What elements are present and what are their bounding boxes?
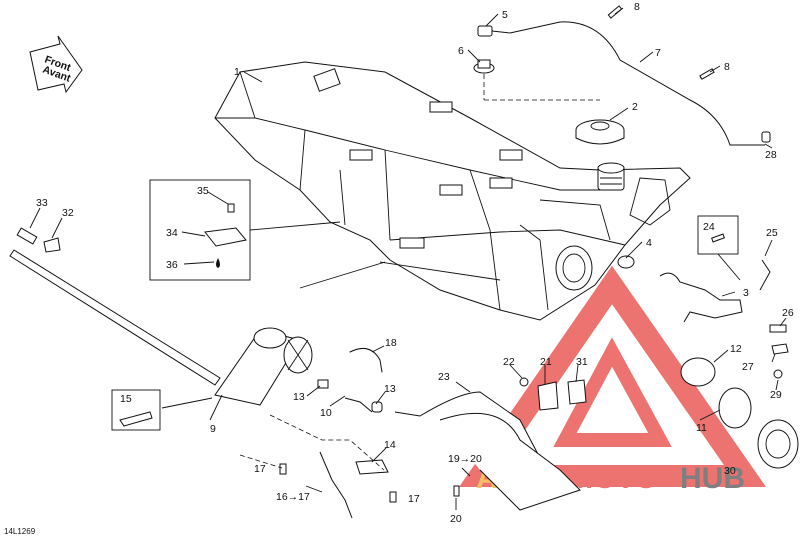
clamp-20 bbox=[453, 485, 460, 497]
clip-26 bbox=[769, 324, 787, 333]
label-21: 21 bbox=[540, 356, 552, 368]
label-13b: 13 bbox=[384, 383, 396, 395]
label-11: 11 bbox=[696, 422, 707, 434]
label-17a: 17 bbox=[254, 463, 266, 475]
watermark-moto: MOTO bbox=[568, 462, 657, 495]
label-8b: 8 bbox=[724, 61, 730, 73]
label-19-20: 19→20 bbox=[448, 453, 482, 465]
hose-lines-return bbox=[439, 412, 581, 511]
label-18: 18 bbox=[385, 337, 397, 349]
label-10: 10 bbox=[320, 407, 332, 419]
label-15: 15 bbox=[120, 393, 132, 405]
screw-22 bbox=[519, 377, 529, 387]
cap-28 bbox=[761, 131, 771, 143]
label-33: 33 bbox=[36, 197, 48, 209]
label-35: 35 bbox=[197, 185, 209, 197]
part-labels: 1 2 3 4 5 6 7 8 8 9 10 11 12 13 13 14 15… bbox=[4, 1, 794, 536]
label-31: 31 bbox=[576, 356, 588, 368]
label-6: 6 bbox=[458, 45, 464, 57]
lock-ring-11 bbox=[718, 387, 752, 429]
label-14: 14 bbox=[384, 439, 396, 451]
fuel-pump bbox=[214, 327, 329, 406]
clamp-17b bbox=[389, 491, 397, 503]
nut-27 bbox=[771, 343, 789, 355]
label-22: 22 bbox=[503, 356, 515, 368]
label-32: 32 bbox=[62, 207, 74, 219]
label-36: 36 bbox=[166, 259, 178, 271]
leader-lines bbox=[29, 7, 787, 510]
fuel-sensor-3 bbox=[659, 272, 743, 323]
vent-valve bbox=[473, 25, 600, 101]
label-20: 20 bbox=[450, 513, 462, 525]
clip-13 bbox=[371, 401, 383, 413]
label-29: 29 bbox=[770, 389, 782, 401]
label-5: 5 bbox=[502, 9, 508, 21]
front-arrow-icon: Front Avant bbox=[29, 35, 83, 94]
cover-30 bbox=[757, 419, 799, 469]
label-27: 27 bbox=[742, 361, 754, 373]
inset-box-bracket bbox=[149, 179, 341, 281]
screw-29 bbox=[773, 369, 783, 379]
label-23: 23 bbox=[438, 371, 450, 383]
label-24: 24 bbox=[703, 221, 715, 233]
label-9: 9 bbox=[210, 423, 216, 435]
hose-10 bbox=[344, 397, 373, 413]
label-17b: 17 bbox=[408, 493, 420, 505]
fuel-level-rod bbox=[9, 227, 221, 386]
bracket-31 bbox=[567, 379, 587, 405]
inset-box-clip bbox=[111, 389, 213, 431]
label-16-17: 16→17 bbox=[276, 491, 310, 503]
drawing-code: 14L1269 bbox=[4, 527, 36, 536]
fuel-cap bbox=[575, 119, 625, 145]
grommet-4 bbox=[617, 255, 635, 269]
clamp-8a bbox=[607, 5, 623, 19]
hose-25 bbox=[759, 259, 771, 291]
label-2: 2 bbox=[632, 101, 638, 113]
hose-18 bbox=[349, 347, 383, 373]
label-34: 34 bbox=[166, 227, 178, 239]
hose-16 bbox=[319, 451, 353, 519]
label-26: 26 bbox=[782, 307, 794, 319]
label-3: 3 bbox=[743, 287, 749, 299]
label-8a: 8 bbox=[634, 1, 640, 13]
label-7: 7 bbox=[655, 47, 661, 59]
fuel-tank bbox=[214, 61, 691, 321]
label-30: 30 bbox=[724, 465, 736, 477]
label-28: 28 bbox=[765, 149, 777, 161]
label-4: 4 bbox=[646, 237, 652, 249]
label-12: 12 bbox=[730, 343, 742, 355]
label-25: 25 bbox=[766, 227, 778, 239]
vent-hose bbox=[509, 21, 765, 146]
bracket-21 bbox=[537, 381, 559, 411]
gasket-12 bbox=[680, 357, 716, 387]
clamp-17a bbox=[279, 463, 287, 475]
label-13a: 13 bbox=[293, 391, 305, 403]
watermark-hub: HUB bbox=[680, 462, 745, 495]
clamp-14 bbox=[355, 459, 389, 475]
inset-box-fuse bbox=[697, 215, 741, 281]
label-1: 1 bbox=[234, 66, 240, 78]
